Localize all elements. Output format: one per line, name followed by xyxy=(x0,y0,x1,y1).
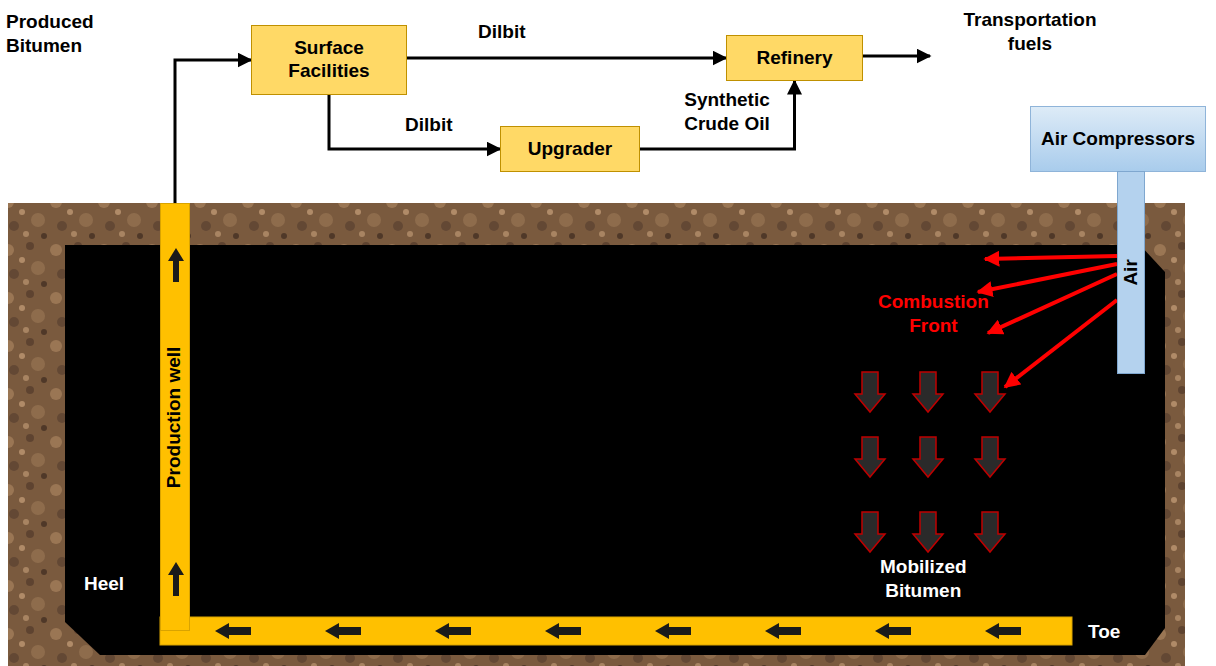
flow-connector xyxy=(329,95,500,149)
injection-well: Air xyxy=(1117,171,1145,374)
process-box: Refinery xyxy=(726,35,863,81)
edge-label: Dilbit xyxy=(405,113,453,137)
flow-connector xyxy=(640,81,795,149)
process-box: Upgrader xyxy=(500,126,640,172)
flow-connector xyxy=(175,60,251,203)
edge-label: Produced Bitumen xyxy=(6,10,94,58)
well-label: Production well xyxy=(164,346,187,487)
flow-connector xyxy=(407,57,726,60)
box-label: Surface Facilities xyxy=(252,37,406,83)
zone-label: Combustion Front xyxy=(878,290,989,338)
zone-label: Mobilized Bitumen xyxy=(880,555,967,603)
edge-label: Dilbit xyxy=(478,20,526,44)
output-label: Transportation fuels xyxy=(963,8,1096,56)
well-part-label: Toe xyxy=(1088,620,1120,644)
well-label: Air xyxy=(1120,259,1143,285)
compressor-box: Air Compressors xyxy=(1030,106,1206,172)
box-label: Refinery xyxy=(756,47,832,70)
edge-label: Synthetic Crude Oil xyxy=(668,88,786,136)
box-label: Upgrader xyxy=(528,138,612,161)
production-well: Production well xyxy=(160,203,190,631)
process-box: Surface Facilities xyxy=(251,25,407,95)
box-label: Air Compressors xyxy=(1041,128,1195,151)
well-part-label: Heel xyxy=(84,572,124,596)
